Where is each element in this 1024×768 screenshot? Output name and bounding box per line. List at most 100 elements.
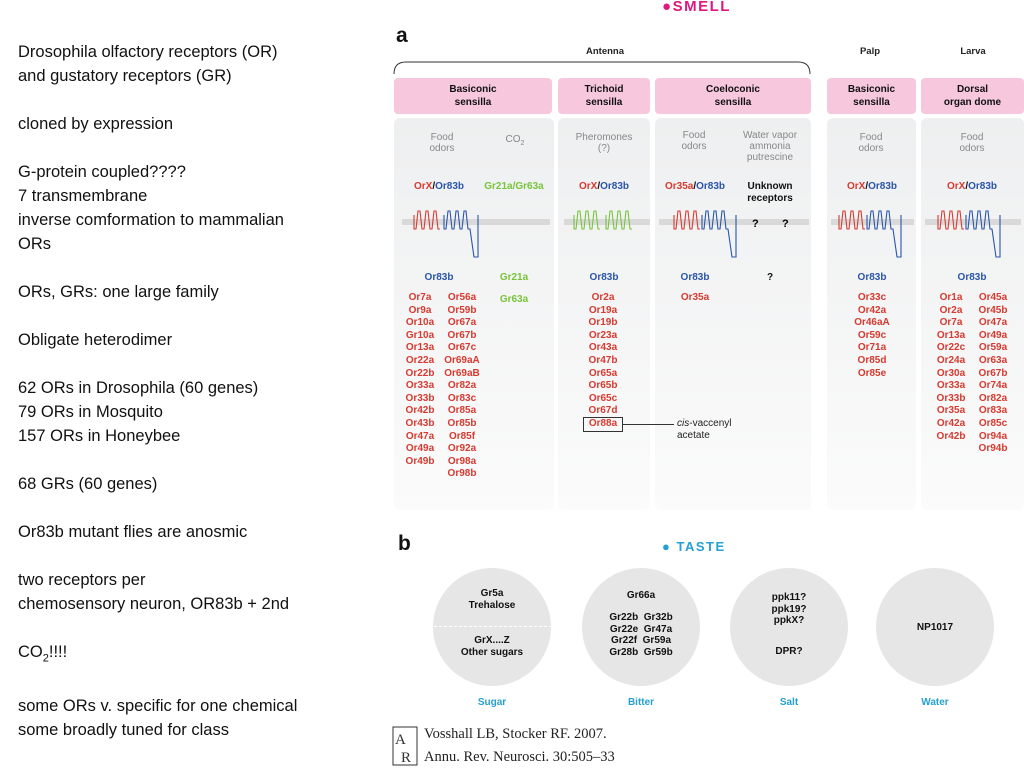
sugar-bot-l1: GrX....Z [474,635,510,646]
receptor-item: Or45b [978,304,1008,316]
receptor-or35a-or83b: Or35a/Or83b [656,181,734,192]
receptor-orx-or83b-2: OrX/Or83b [560,181,648,192]
receptor-7tm-icon [937,210,964,230]
sensilla-basiconic-l2: sensilla [454,97,492,108]
receptor-gr21a-gr63a: Gr21a/Gr63a [484,181,544,192]
receptor-item: Or7a [939,317,963,329]
sensilla-coeloconic-l1: Coeloconic [706,84,760,95]
receptor-item: Or85c [978,417,1008,429]
note-line: Obligate heterodimer [18,331,173,349]
salt-top-text: ppk11?ppk19?ppkX? [730,592,848,627]
group-larva: Larva [960,46,986,57]
receptor-item: Or69aB [444,367,480,379]
list-coeloconic: Or35a [668,292,722,305]
water-label: Water [921,697,949,708]
rl2-orx: OrX [578,181,598,192]
rl3-or35a: Or35a [664,181,694,192]
callout-cis: cis [677,418,690,429]
sugar-divider [434,626,552,627]
note-line: 79 ORs in Mosquito [18,403,163,421]
rl5-orx: OrX [946,181,966,192]
receptor-item: Or47a [405,430,435,442]
receptor-item: Or19b [588,317,618,329]
rl1-or83b: Or83b [435,181,465,192]
receptor-item: Or94a [978,430,1008,442]
receptor-item: Or71a [857,342,887,354]
receptor-item: Or85a [447,405,477,417]
note-line: 68 GRs (60 genes) [18,475,158,493]
receptor-item: Or63a [978,354,1008,366]
rl4-orx: OrX [846,181,866,192]
note-line: and gustatory receptors (GR) [18,67,232,85]
note-line: 157 ORs in Honeybee [18,427,181,445]
receptor-orx-or83b-1: OrX/Or83b [396,181,482,192]
receptor-item: Or43a [588,342,618,354]
stim-food3-l1: Food [859,132,883,143]
receptor-item: Or33b [936,392,966,404]
bitter-row: Gr22e Gr47a [609,623,673,635]
stim-co2-sub: 2 [520,140,525,147]
note-line: G-protein coupled???? [18,163,186,181]
callout-rest: -vaccenyl [689,418,732,429]
receptor-item: Or42a [936,417,966,429]
svg-text:R: R [401,750,411,766]
co2-prefix: CO [18,643,43,661]
receptor-item: Or35a [680,292,710,303]
bitter-title: Gr66a [626,590,656,601]
stim-co2-base: CO [505,134,521,145]
note-line: Or83b mutant flies are anosmic [18,523,248,541]
receptor-7tm-icon [605,210,632,230]
col-or83b-4: Or83b [857,272,887,283]
receptor-glyphs [413,210,1001,258]
sensilla-trichoid-l1: Trichoid [584,84,624,95]
receptor-orx-or83b-3: OrX/Or83b [829,181,915,192]
sensilla-dorsal-l1: Dorsal [956,84,989,95]
receptor-item: Or82a [978,392,1008,404]
receptor-7tm-icon [965,210,1001,258]
rl-unknown-l1: Unknown [747,181,793,192]
svg-text:A: A [395,732,406,748]
rl5-or83b: Or83b [968,181,998,192]
receptor-item: Or85e [857,367,887,379]
receptor-item: Or83a [978,405,1008,417]
bitter-row: Gr28b Gr59b [609,646,673,658]
column-basiconic [394,118,554,510]
receptor-item: Or42b [405,405,435,417]
sugar-label: Sugar [477,697,507,708]
callout-l1: cis-vaccenyl [677,418,731,430]
stim-water-l1: Water vapor [742,130,798,141]
co2-sub: 2 [42,652,49,665]
receptor-item: Or94b [978,443,1008,455]
callout-cis-vaccenyl-acetate: cis-vaccenyl acetate [677,418,731,442]
note-line: 7 transmembrane [18,187,148,205]
receptor-item: Or56a [447,292,477,303]
note-line: Drosophila olfactory receptors (OR) [18,43,278,61]
note-line: inverse comformation to mammalian [18,211,284,229]
stimulus-pheromones: Pheromones(?) [562,132,646,154]
receptor-7tm-icon [866,210,902,258]
sugar-bot-l2: Other sugars [460,646,524,658]
callout-l2: acetate [677,430,710,441]
receptor-7tm-icon [673,210,700,230]
col-or83b-3: Or83b [680,272,710,283]
receptor-item: Or42a [857,304,887,316]
bitter-row: Gr22f Gr59a [610,635,672,646]
stim-food4-l2: odors [959,143,985,154]
unknown-q1: ? [752,218,759,230]
note-line: ORs [18,235,51,253]
receptor-item: Or49a [978,329,1008,341]
membrane-bands [402,219,1021,225]
stim-food4-l1: Food [960,132,984,143]
stim-water-l3: putrescine [746,152,794,163]
receptor-item: Or47a [978,317,1008,329]
